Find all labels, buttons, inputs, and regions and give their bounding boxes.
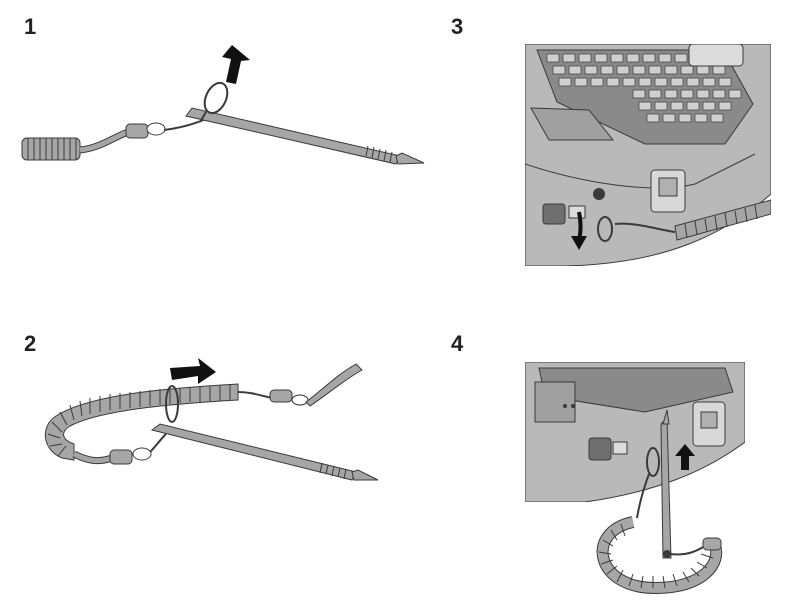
step-4-illustration — [525, 362, 745, 600]
tether-clip — [126, 123, 165, 138]
stylus-pen — [186, 108, 424, 164]
laptop-hinge — [689, 44, 743, 66]
tether-clip — [270, 390, 292, 402]
down-arrow-icon — [579, 212, 581, 240]
step-number-3: 3 — [451, 14, 463, 40]
tether-clip — [110, 450, 132, 464]
step-number-4: 4 — [451, 331, 463, 357]
up-arrow-icon — [222, 45, 250, 84]
right-arrow-icon — [170, 358, 216, 384]
step-2-illustration — [0, 330, 440, 510]
stylus-pen — [152, 424, 378, 480]
coiled-tether — [22, 138, 80, 160]
tether-clip — [703, 538, 721, 550]
step-1-illustration — [0, 0, 440, 200]
step-3-illustration — [525, 44, 771, 266]
